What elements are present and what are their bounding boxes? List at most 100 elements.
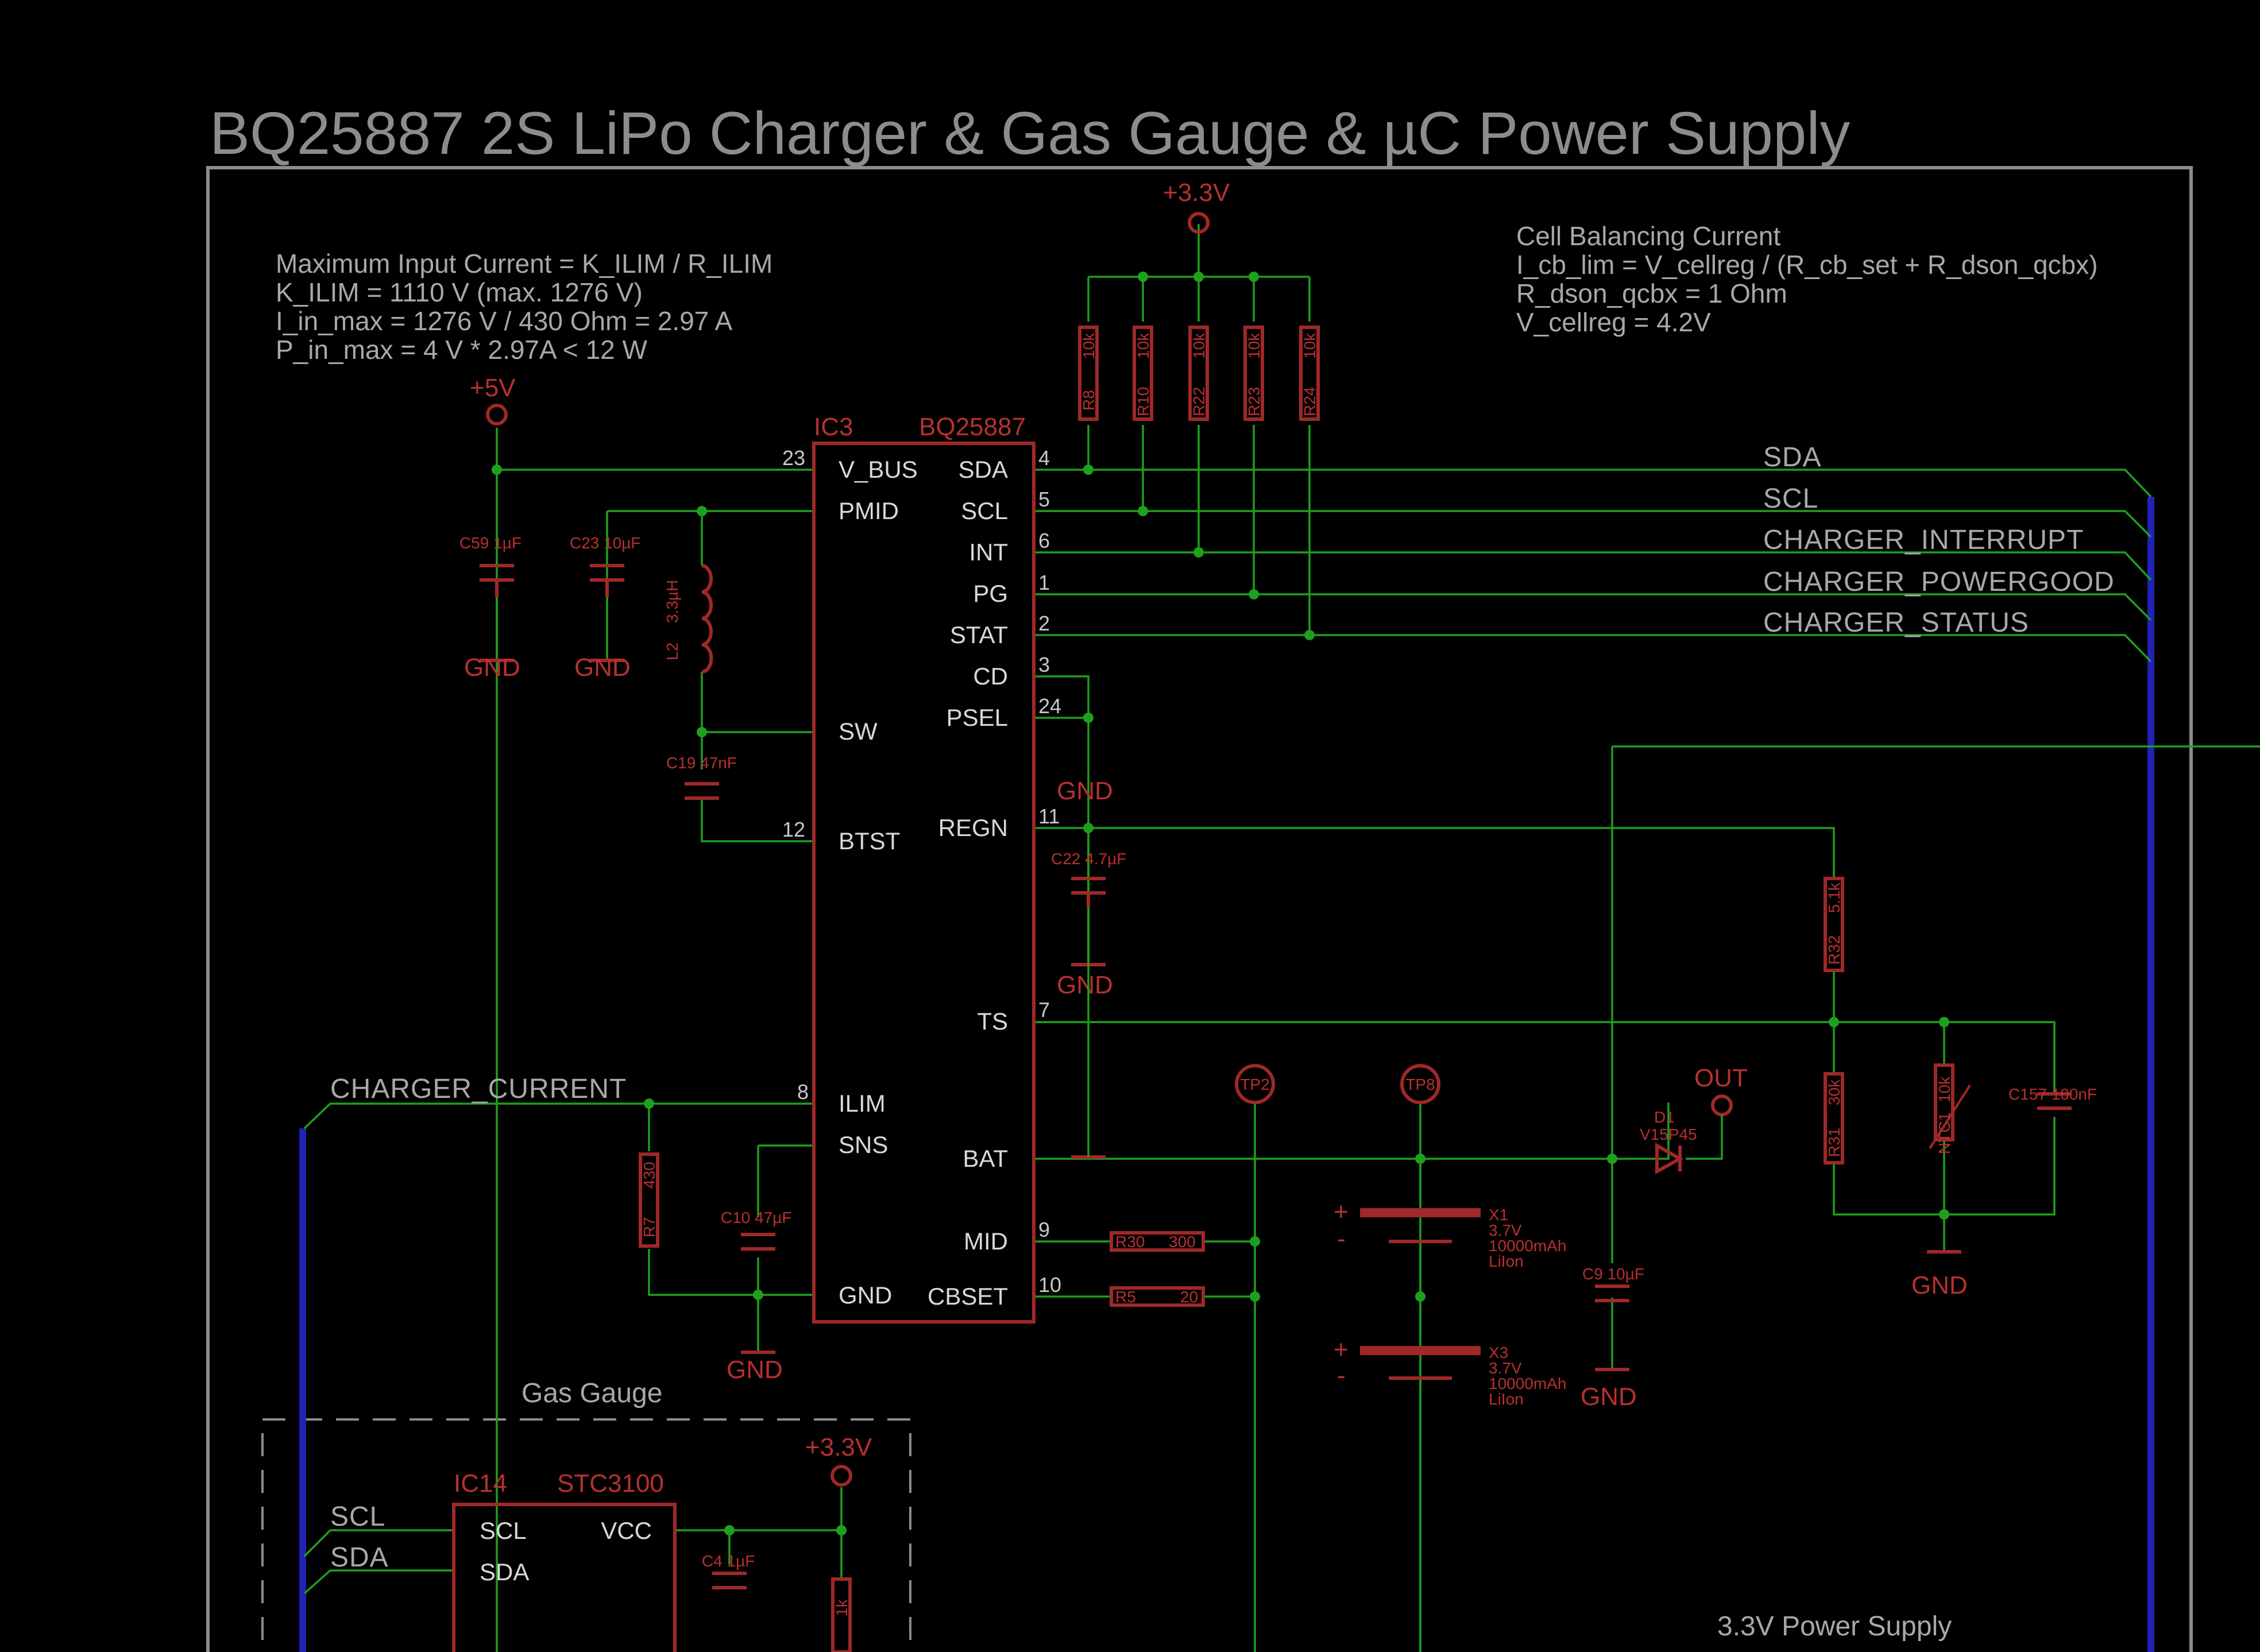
svg-text:GND: GND <box>727 1356 783 1384</box>
svg-text:GND: GND <box>464 653 520 682</box>
svg-text:CHARGER_INTERRUPT: CHARGER_INTERRUPT <box>1763 525 2084 555</box>
testpoints: TP2 TP8 <box>1235 1064 1440 1104</box>
svg-text:SCL: SCL <box>330 1502 385 1532</box>
svg-text:11: 11 <box>1038 804 1060 828</box>
svg-text:IC3: IC3 <box>814 413 853 441</box>
svg-text:TS: TS <box>977 1008 1008 1035</box>
svg-text:430: 430 <box>640 1162 658 1189</box>
power-supply-frame-label: 3.3V Power Supply <box>1717 1611 1952 1642</box>
svg-text:Maximum Input Current = K_ILIM: Maximum Input Current = K_ILIM / R_ILIM <box>276 249 772 278</box>
svg-text:CHARGER_STATUS: CHARGER_STATUS <box>1763 608 2029 638</box>
svg-text:9: 9 <box>1038 1218 1050 1241</box>
svg-text:10: 10 <box>1038 1273 1061 1297</box>
svg-text:I_cb_lim = V_cellreg / (R_cb_s: I_cb_lim = V_cellreg / (R_cb_set + R_dso… <box>1516 250 2098 280</box>
svg-text:BQ25887: BQ25887 <box>919 413 1026 441</box>
svg-text:C22 4.7µF: C22 4.7µF <box>1051 850 1126 868</box>
cell-balancing-note: Cell Balancing Current I_cb_lim = V_cell… <box>1516 221 2098 337</box>
svg-text:10000mAh: 10000mAh <box>1489 1237 1566 1255</box>
svg-text:R_dson_qcbx = 1 Ohm: R_dson_qcbx = 1 Ohm <box>1516 278 1787 308</box>
battery-x1: + - X1 3.7V 10000mAh LiIon <box>1334 1198 1566 1270</box>
svg-text:3.7V: 3.7V <box>1489 1221 1522 1239</box>
svg-text:+3.3V: +3.3V <box>805 1433 872 1461</box>
svg-text:R30: R30 <box>1115 1233 1145 1251</box>
svg-text:LiIon: LiIon <box>1489 1390 1524 1408</box>
svg-text:CD: CD <box>973 663 1008 690</box>
svg-text:C59 1µF: C59 1µF <box>459 534 521 552</box>
svg-text:INT: INT <box>969 539 1008 566</box>
svg-text:BAT: BAT <box>963 1145 1008 1172</box>
resistors: R7 430 R30 300 R5 20 R32 5.1k R31 30k 1k <box>639 877 1844 1652</box>
svg-text:12: 12 <box>782 818 805 841</box>
svg-text:2: 2 <box>1038 612 1050 635</box>
supply-3v3-gauge: +3.3V <box>805 1433 872 1487</box>
gas-gauge-frame <box>261 1418 911 1652</box>
svg-text:6: 6 <box>1038 529 1050 552</box>
svg-text:10k: 10k <box>1936 1076 1953 1102</box>
svg-text:CHARGER_POWERGOOD: CHARGER_POWERGOOD <box>1763 567 2115 597</box>
svg-text:10000mAh: 10000mAh <box>1489 1375 1566 1392</box>
svg-text:SDA: SDA <box>330 1542 389 1573</box>
svg-text:10k: 10k <box>1080 332 1098 359</box>
gas-gauge-frame-label: Gas Gauge <box>521 1378 662 1409</box>
svg-text:+5V: +5V <box>470 374 516 402</box>
svg-text:R31: R31 <box>1825 1128 1843 1157</box>
svg-text:3: 3 <box>1038 653 1050 676</box>
svg-text:STAT: STAT <box>950 621 1008 648</box>
svg-text:REGN: REGN <box>938 814 1008 841</box>
svg-text:X1: X1 <box>1489 1206 1508 1224</box>
svg-text:X3: X3 <box>1489 1344 1508 1361</box>
ic14-stc3100: IC14 STC3100 SCL SDA VCC <box>452 1469 677 1652</box>
svg-text:SCL: SCL <box>961 497 1008 524</box>
sheet-title: BQ25887 2S LiPo Charger & Gas Gauge & µC… <box>210 100 1851 167</box>
svg-text:R24: R24 <box>1301 387 1319 416</box>
battery-x3: + - X3 3.7V 10000mAh LiIon <box>1334 1336 1566 1408</box>
svg-text:CBSET: CBSET <box>928 1283 1008 1310</box>
out-connector: OUT <box>1686 1064 1748 1160</box>
svg-text:30k: 30k <box>1825 1079 1843 1105</box>
svg-text:BTST: BTST <box>839 827 900 854</box>
supply-5v: +5V <box>470 374 516 425</box>
svg-text:R7: R7 <box>640 1217 658 1237</box>
svg-text:PMID: PMID <box>839 497 899 524</box>
svg-text:8: 8 <box>797 1080 809 1104</box>
gnd-symbols: GND GND GND GND GND GND GND <box>464 653 1968 1411</box>
svg-text:3.3µH: 3.3µH <box>663 580 681 623</box>
svg-text:TP8: TP8 <box>1405 1075 1435 1093</box>
supply-3v3-top: +3.3V <box>1163 179 1230 234</box>
svg-text:+: + <box>1334 1198 1349 1226</box>
svg-text:TP2: TP2 <box>1240 1075 1269 1093</box>
svg-text:+: + <box>1334 1336 1349 1364</box>
svg-text:GND: GND <box>1581 1383 1637 1411</box>
svg-text:3.7V: 3.7V <box>1489 1359 1522 1377</box>
svg-text:C23 10µF: C23 10µF <box>570 534 641 552</box>
svg-text:10k: 10k <box>1190 332 1208 359</box>
svg-text:10k: 10k <box>1134 332 1152 359</box>
capacitors: C59 1µF C23 10µF C19 47nF C22 4.7µF C10 … <box>459 534 2097 1589</box>
junctions <box>492 272 1949 1535</box>
svg-text:SCL: SCL <box>1763 483 1818 514</box>
svg-text:5: 5 <box>1038 488 1050 511</box>
inductor-l2: L2 3.3µH <box>663 564 713 674</box>
svg-text:GND: GND <box>839 1282 892 1309</box>
svg-text:24: 24 <box>1038 694 1061 718</box>
svg-text:SNS: SNS <box>839 1131 888 1158</box>
diode-d1: D1 V15P45 <box>1640 1108 1697 1175</box>
svg-text:R22: R22 <box>1190 387 1208 416</box>
svg-text:STC3100: STC3100 <box>557 1469 664 1498</box>
svg-text:OUT: OUT <box>1694 1064 1748 1092</box>
sheet-frame <box>206 166 2193 1652</box>
svg-text:PG: PG <box>973 580 1008 607</box>
svg-text:R10: R10 <box>1134 387 1152 416</box>
svg-text:GND: GND <box>1057 971 1113 999</box>
svg-text:20: 20 <box>1180 1288 1198 1306</box>
svg-text:L2: L2 <box>663 643 681 660</box>
svg-text:NTC1: NTC1 <box>1936 1112 1953 1154</box>
wires <box>303 224 2260 1652</box>
svg-text:SDA: SDA <box>480 1558 529 1585</box>
svg-text:SDA: SDA <box>1763 442 1822 473</box>
svg-text:C9 10µF: C9 10µF <box>1582 1265 1644 1283</box>
ic3-bq25887: IC3 BQ25887 V_BUS 23 PMID SW BTST 12 ILI… <box>782 413 1061 1324</box>
svg-text:VCC: VCC <box>601 1517 652 1544</box>
net-labels: SDA SCL CHARGER_INTERRUPT CHARGER_POWERG… <box>330 442 2115 1573</box>
svg-text:PSEL: PSEL <box>947 704 1008 731</box>
